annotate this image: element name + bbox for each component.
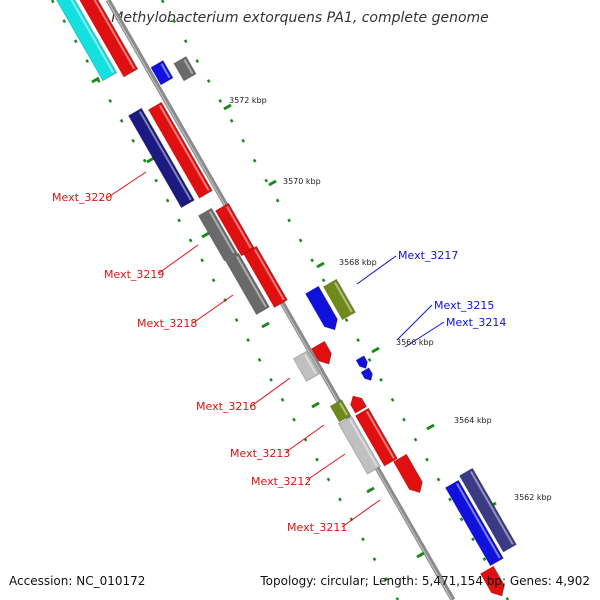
gene-block-red-mext3220-shine xyxy=(159,104,210,191)
kbp-label: 3568 kbp xyxy=(339,258,377,267)
gene-block-olive-mext3213 xyxy=(329,399,352,423)
gene-label-mext-3212: Mext_3212 xyxy=(251,475,311,488)
major-tick xyxy=(371,346,380,354)
callout-line-mext-3216 xyxy=(249,377,291,408)
callout-line-mext-3220 xyxy=(106,171,147,199)
callout-line-mext-3219 xyxy=(158,244,199,274)
gene-block-gray-mext3219 xyxy=(197,207,238,262)
major-tick xyxy=(426,423,435,431)
gene-label-mext-3211: Mext_3211 xyxy=(287,521,347,534)
callout-line-mext-3213 xyxy=(285,424,325,453)
gene-block-gray-small-shine xyxy=(183,59,194,75)
gene-block-lightgray-mext3212 xyxy=(337,415,381,475)
gene-label-mext-3218: Mext_3218 xyxy=(137,317,197,330)
major-tick xyxy=(261,321,270,329)
gene-block-red-mext3212 xyxy=(354,407,398,467)
major-tick xyxy=(416,551,425,559)
gene-block-gray-mext3218-shine xyxy=(236,255,267,308)
map-title: Methylobacterium extorquens PA1, complet… xyxy=(111,10,489,26)
gene-label-mext-3219: Mext_3219 xyxy=(104,268,164,281)
gene-block-red-top xyxy=(79,0,139,78)
gene-block-red-top-shine xyxy=(93,0,136,70)
gene-label-mext-3213: Mext_3213 xyxy=(230,447,290,460)
gene-block-cyan xyxy=(56,0,118,82)
kbp-label: 3566 kbp xyxy=(396,338,434,347)
gene-block-lightgray-mext3216 xyxy=(292,350,321,382)
major-tick xyxy=(311,401,320,409)
gene-block-blue-lower xyxy=(444,479,504,567)
gene-block-blue-mext3217 xyxy=(304,285,338,331)
kbp-label: 3562 kbp xyxy=(514,493,552,502)
gene-block-blue-mext3214 xyxy=(360,367,373,381)
gene-block-gray-mext3218 xyxy=(224,252,270,316)
callout-line-mext-3212 xyxy=(306,453,346,481)
gene-block-gray-mext3219-shine xyxy=(209,210,235,254)
major-tick xyxy=(146,156,155,164)
gene-block-lightgray-mext3216-shine xyxy=(304,353,317,375)
gene-block-olive-mext3213-shine xyxy=(339,402,348,416)
gene-block-red-mext3218-shine xyxy=(254,248,285,301)
callout-line-mext-3217 xyxy=(356,255,397,285)
major-tick xyxy=(91,76,100,84)
gene-label-mext-3214: Mext_3214 xyxy=(446,316,506,329)
gene-block-olive-mext3217-shine xyxy=(334,281,353,313)
gene-block-blue-small-shine xyxy=(160,63,171,79)
gene-block-red-bottom xyxy=(479,565,505,597)
gene-block-darkblue-lower xyxy=(458,467,517,553)
gene-block-lightgray-mext3212-shine xyxy=(349,418,378,467)
gene-block-navy xyxy=(127,107,195,209)
callout-line-mext-3214 xyxy=(404,321,445,348)
gene-label-mext-3217: Mext_3217 xyxy=(398,249,458,262)
kbp-label: 3572 kbp xyxy=(229,96,267,105)
gene-block-blue-mext3215 xyxy=(355,355,368,369)
gene-block-olive-mext3217 xyxy=(322,278,356,321)
callout-line-mext-3211 xyxy=(341,499,381,528)
gene-block-red-mext3212-shine xyxy=(366,410,395,459)
gene-block-red-mext3211 xyxy=(392,453,423,494)
gene-label-mext-3220: Mext_3220 xyxy=(52,191,112,204)
major-tick xyxy=(366,486,375,494)
gene-block-darkblue-lower-shine xyxy=(470,470,514,545)
major-tick xyxy=(223,103,232,111)
gene-block-blue-small xyxy=(150,59,174,86)
genome-summary: Topology: circular; Length: 5,471,154 bp… xyxy=(260,574,590,588)
gene-block-red-head xyxy=(350,395,368,414)
gene-block-gray-small xyxy=(173,55,197,82)
gene-block-red-mext3218 xyxy=(242,245,288,309)
major-tick xyxy=(201,231,210,239)
gene-block-navy-shine xyxy=(139,110,192,201)
callout-line-mext-3218 xyxy=(192,294,234,324)
gene-label-mext-3216: Mext_3216 xyxy=(196,400,256,413)
callout-line-mext-3215 xyxy=(396,304,433,341)
kbp-label: 3570 kbp xyxy=(283,177,321,186)
gene-block-cyan-shine xyxy=(70,0,115,73)
gene-block-blue-lower-shine xyxy=(456,482,501,559)
gene-block-red-mext3220 xyxy=(147,101,213,199)
kbp-label: 3564 kbp xyxy=(454,416,492,425)
gene-label-mext-3215: Mext_3215 xyxy=(434,299,494,312)
accession-text: Accession: NC_010172 xyxy=(9,574,146,588)
gene-block-red-mext3216 xyxy=(310,340,332,365)
major-tick xyxy=(316,261,325,269)
gene-block-red-mext3219-shine xyxy=(226,205,252,249)
major-tick xyxy=(268,179,277,187)
